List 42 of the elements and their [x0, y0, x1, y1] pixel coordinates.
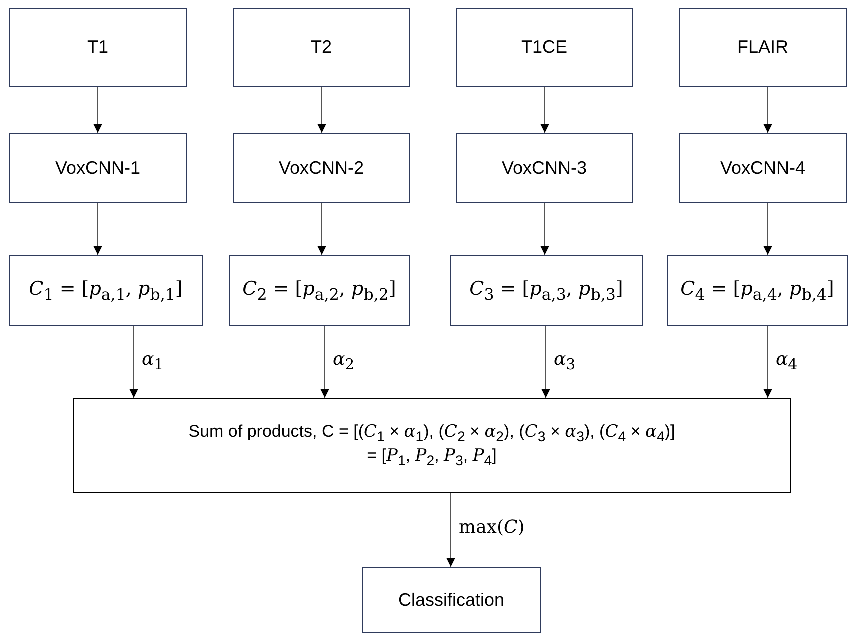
box-label: T1CE [521, 37, 568, 58]
arrow [764, 326, 772, 398]
process-box [362, 567, 541, 633]
box-label: T2 [310, 37, 332, 58]
process-box [9, 133, 187, 203]
box-label: Classification [398, 590, 505, 610]
formula: C$_{1}$ = [p$_{a,1}$, p$_{b,1}$] [29, 278, 183, 304]
arrow [130, 326, 138, 398]
process-box [73, 398, 791, 493]
process-box [233, 133, 410, 203]
arrow [94, 202, 102, 256]
process-box [450, 255, 643, 326]
formula: = [P$_{1}$, P$_{2}$, P$_{3}$, P$_{4}$] [367, 446, 497, 469]
process-box [679, 8, 847, 87]
process-box [9, 255, 203, 326]
box-label: FLAIR [737, 37, 788, 58]
formula: C$_{4}$ = [p$_{a,4}$, p$_{b,4}$] [680, 278, 834, 304]
process-box [456, 133, 633, 203]
arrow [318, 202, 326, 256]
arrow [542, 326, 550, 398]
formula: C$_{2}$ = [p$_{a,2}$, p$_{b,2}$] [242, 278, 396, 304]
formula: Sum of products, C = [(C$_{1}$ × α$_{1}$), (C$_{2}$ × α$_{2}$), (C$_{3}$ × α$_{3}$), (C$_{4}$ × α$_{4}$)] [188, 422, 676, 446]
process-box [456, 8, 633, 87]
process-box [233, 8, 410, 87]
box-label: VoxCNN-2 [278, 158, 364, 178]
process-box [679, 133, 847, 203]
box-label: VoxCNN-3 [502, 158, 588, 178]
arrow [764, 86, 772, 134]
box-label: VoxCNN-4 [720, 158, 806, 178]
arrow [318, 86, 326, 134]
process-box [667, 255, 848, 326]
arrow [764, 202, 772, 256]
arrow [320, 326, 330, 398]
arrow [540, 202, 550, 256]
arrow [540, 86, 550, 134]
arrow [94, 86, 102, 134]
process-box [229, 255, 410, 326]
box-label: T1 [87, 37, 108, 58]
arrow [446, 492, 456, 568]
formula: C$_{3}$ = [p$_{a,3}$, p$_{b,3}$] [470, 278, 624, 304]
process-box [9, 8, 187, 87]
box-label: VoxCNN-1 [55, 158, 141, 178]
